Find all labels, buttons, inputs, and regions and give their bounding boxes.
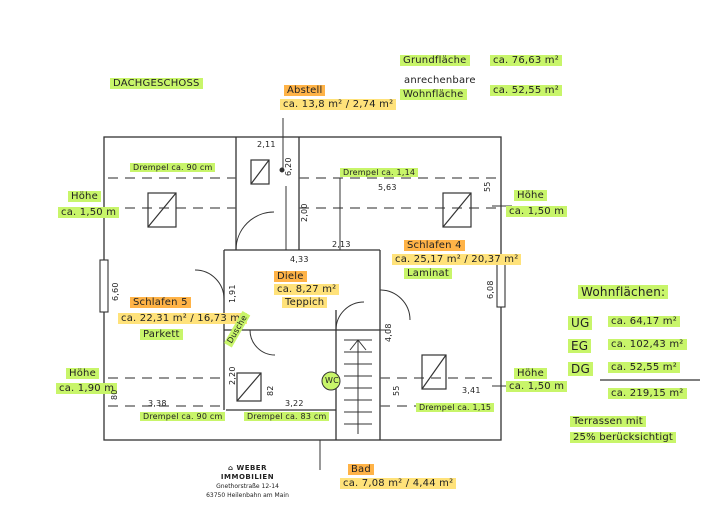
diele-walls xyxy=(223,249,381,331)
hoehe-label-right-bottom: Höhe xyxy=(514,368,547,379)
summary-note-2: 25% berücksichtigt xyxy=(570,432,677,443)
hoehe-label-left-bottom: Höhe xyxy=(66,368,99,379)
summary-title: Wohnflächen: xyxy=(578,285,669,299)
logo-company-name: ⌂ WEBER IMMOBILIEN xyxy=(220,464,275,481)
hoehe-value-right-bottom: ca. 1,50 m xyxy=(506,381,568,392)
drempel-bottom-left: Drempel ca. 90 cm xyxy=(140,412,226,421)
summary-total-value: ca. 219,15 m² xyxy=(608,388,687,399)
room-diele-floor: Teppich xyxy=(282,297,328,308)
anrechenbare-label: anrechenbare xyxy=(404,75,476,86)
wohnflaeche-label: Wohnfläche xyxy=(400,89,467,100)
skylight-windows xyxy=(147,159,472,402)
abstell-walls xyxy=(235,137,300,250)
hoehe-value-right-top: ca. 1,50 m xyxy=(506,206,568,217)
room-bad-name: Bad xyxy=(348,464,374,475)
company-logo: ⌂ WEBER IMMOBILIEN Gnethorstraße 12-14 6… xyxy=(200,464,295,500)
dim-80: 80 xyxy=(110,389,119,400)
summary-note-1: Terrassen mit xyxy=(570,416,646,427)
drempel-bottom-mid: Drempel ca. 83 cm xyxy=(244,412,330,421)
room-diele-name: Diele xyxy=(274,271,307,282)
hoehe-label-left-top: Höhe xyxy=(68,191,101,202)
floor-title: DACHGESCHOSS xyxy=(110,78,203,89)
grundflaeche-value: ca. 76,63 m² xyxy=(490,55,562,66)
dim-55-top: 55 xyxy=(483,181,492,192)
drempel-bottom-right: Drempel ca. 1,15 xyxy=(416,403,495,412)
drempel-top-left: Drempel ca. 90 cm xyxy=(130,163,216,172)
dim-3-38: 3,38 xyxy=(148,399,167,408)
house-icon: ⌂ xyxy=(228,464,234,472)
dim-4-08: 4,08 xyxy=(384,323,393,342)
dim-3-22: 3,22 xyxy=(285,399,304,408)
dim-6-08: 6,08 xyxy=(486,280,495,299)
room-wc-label: WC xyxy=(325,376,339,385)
dim-6-60: 6,60 xyxy=(111,282,120,301)
wohnflaeche-value: ca. 52,55 m² xyxy=(490,85,562,96)
dim-2-11: 2,11 xyxy=(257,140,276,149)
summary-dg-label: DG xyxy=(568,362,593,376)
hoehe-value-left-bottom: ca. 1,90 m xyxy=(56,383,118,394)
room-schlafen4-floor: Laminat xyxy=(404,268,453,279)
dim-82: 82 xyxy=(266,385,275,396)
summary-dg-value: ca. 52,55 m² xyxy=(608,362,680,373)
logo-street: Gnethorstraße 12-14 xyxy=(216,483,279,490)
stairs xyxy=(344,339,372,434)
hoehe-value-left-top: ca. 1,50 m xyxy=(58,207,120,218)
room-schlafen5-area: ca. 22,31 m² / 16,73 m² xyxy=(118,313,248,324)
summary-ug-label: UG xyxy=(568,316,593,330)
wc-symbol xyxy=(321,371,341,391)
dim-6-20: 6,20 xyxy=(284,157,293,176)
summary-ug-value: ca. 64,17 m² xyxy=(608,316,680,327)
room-diele-area: ca. 8,27 m² xyxy=(274,284,340,295)
dim-3-41: 3,41 xyxy=(462,386,481,395)
dim-55-bottom: 55 xyxy=(392,385,401,396)
summary-eg-label: EG xyxy=(568,339,592,353)
room-abstell-area: ca. 13,8 m² / 2,74 m² xyxy=(280,99,397,110)
logo-city: 63750 Heilenbahn am Main xyxy=(206,492,289,499)
room-schlafen4-name: Schlafen 4 xyxy=(404,240,465,251)
room-schlafen4-area: ca. 25,17 m² / 20,37 m² xyxy=(392,254,522,265)
dim-5-63: 5,63 xyxy=(378,183,397,192)
hoehe-label-right-top: Höhe xyxy=(514,190,547,201)
dim-2-00: 2,00 xyxy=(300,203,309,222)
drempel-top-right: Drempel ca. 1,14 xyxy=(340,168,419,177)
stair-walls xyxy=(336,329,381,440)
room-abstell-name: Abstell xyxy=(284,85,326,96)
dim-2-13: 2,13 xyxy=(332,240,351,249)
dim-1-91: 1,91 xyxy=(228,284,237,303)
dim-2-20: 2,20 xyxy=(228,366,237,385)
room-schlafen5-name: Schlafen 5 xyxy=(130,297,191,308)
summary-eg-value: ca. 102,43 m² xyxy=(608,339,687,350)
room-bad-area: ca. 7,08 m² / 4,44 m² xyxy=(340,478,457,489)
room-schlafen5-floor: Parkett xyxy=(140,329,183,340)
dim-4-33: 4,33 xyxy=(290,255,309,264)
grundflaeche-label: Grundfläche xyxy=(400,55,470,66)
